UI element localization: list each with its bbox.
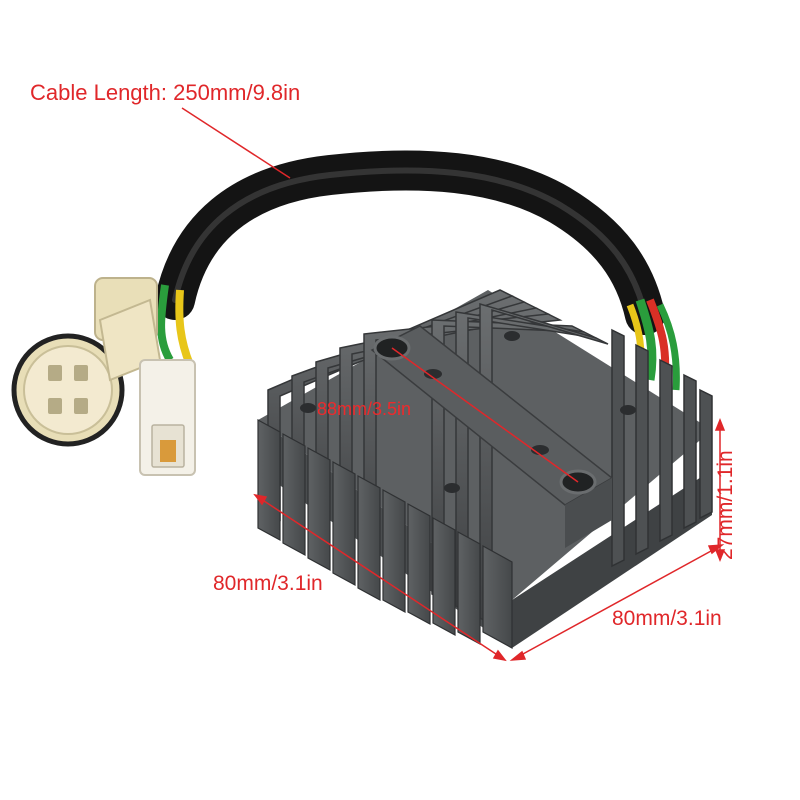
right-width-label: 80mm/3.1in	[612, 607, 722, 630]
left-wires	[157, 284, 194, 367]
left-width-arrow-end	[492, 649, 507, 662]
right-width-arrow-end	[707, 544, 725, 555]
cable-length-label: Cable Length: 250mm/9.8in	[30, 80, 301, 105]
left-width-label: 80mm/3.1in	[213, 572, 323, 595]
square-connector	[139, 359, 196, 476]
left-width-line	[254, 494, 506, 661]
right-width-arrow-start	[509, 650, 527, 661]
dimension-lines	[181, 107, 726, 662]
cable-leader-line	[181, 107, 291, 179]
height-label: 27mm/1.1in	[714, 450, 737, 560]
right-width-line	[511, 544, 723, 661]
height-arrow-bottom	[714, 549, 726, 563]
cable-sheath	[155, 150, 665, 335]
left-width-arrow-start	[253, 493, 268, 506]
diagonal-length-label: 88mm/3.5in	[317, 399, 412, 419]
diagonal-dimension-line	[391, 347, 579, 483]
height-arrow-top	[714, 417, 726, 431]
regulator-heatsink	[257, 289, 713, 650]
round-connector	[11, 277, 162, 447]
